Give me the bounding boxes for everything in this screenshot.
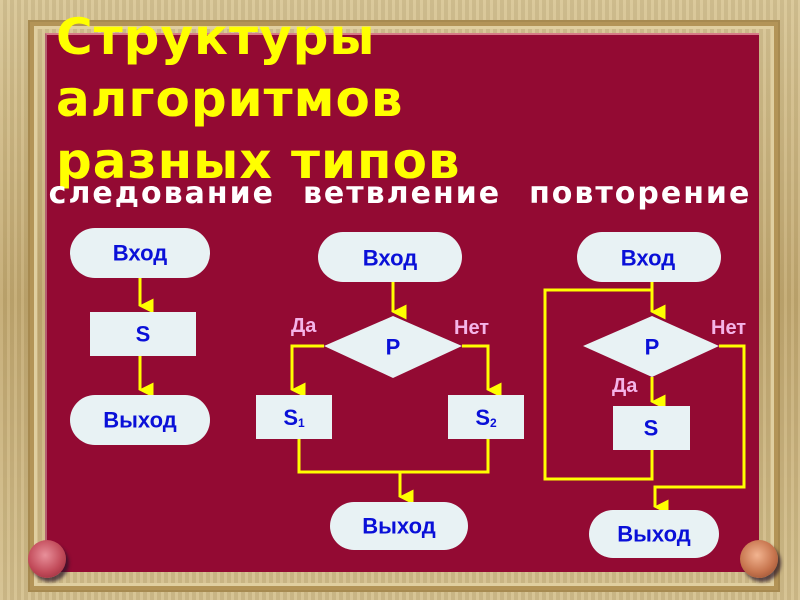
title-line-3: разных типов [56, 132, 461, 190]
loop-no-exit-arrow [653, 344, 746, 515]
loop-condition-diamond [583, 316, 719, 377]
frame-inner-border [30, 22, 778, 590]
category-sequence: следование [48, 176, 275, 211]
sequence-entry-label: Вход [113, 241, 167, 266]
loop-yes-label: Да [612, 375, 638, 397]
category-branching: ветвление [302, 176, 502, 211]
sequence-entry-terminal [70, 228, 210, 278]
branching-merge-line [297, 439, 490, 474]
branching-exit-label: Выход [362, 514, 436, 539]
branching-no-arrow [462, 344, 502, 398]
branching-process-no-box [448, 395, 524, 439]
branching-condition-diamond [324, 316, 462, 378]
structure-types: следование ветвление повторение [0, 176, 800, 211]
branching-condition-label: P [386, 335, 401, 360]
title-line-2: алгоритмов [56, 70, 404, 128]
branching-process-yes-box [256, 395, 332, 439]
slide-title: Структуры алгоритмов разных типов [56, 6, 461, 192]
branching-yes-arrow [290, 344, 324, 398]
diagram-branching: Вход P Да Нет S1 S2 Выход [256, 232, 524, 550]
sequence-process-label: S [136, 322, 151, 347]
title-line-1: Структуры [56, 8, 376, 66]
loop-exit-terminal [589, 510, 719, 558]
loop-process-label: S [644, 416, 659, 441]
sequence-process-box [90, 312, 196, 356]
chalkboard [45, 33, 759, 572]
sequence-exit-label: Выход [103, 408, 177, 433]
branching-process-yes-label: S1 [283, 405, 305, 431]
loop-exit-label: Выход [617, 522, 691, 547]
loop-condition-label: P [645, 335, 660, 360]
loop-process-box [613, 406, 690, 450]
branching-entry-terminal [318, 232, 462, 282]
loop-no-label: Нет [711, 317, 746, 339]
loop-entry-label: Вход [621, 246, 675, 271]
corner-knob-right [740, 540, 778, 578]
branching-no-label: Нет [454, 317, 489, 339]
diagram-sequence: Вход S Выход [70, 228, 210, 445]
category-loop: повторение [529, 176, 752, 211]
loop-back-line [543, 288, 654, 481]
branching-process-no-label: S2 [475, 405, 497, 431]
loop-entry-terminal [577, 232, 721, 282]
corner-knob-left [28, 540, 66, 578]
branching-exit-terminal [330, 502, 468, 550]
branching-yes-label: Да [291, 315, 317, 337]
branching-entry-label: Вход [363, 246, 417, 271]
sequence-exit-terminal [70, 395, 210, 445]
diagram-loop: Вход P Нет Да S Выход [543, 232, 746, 558]
